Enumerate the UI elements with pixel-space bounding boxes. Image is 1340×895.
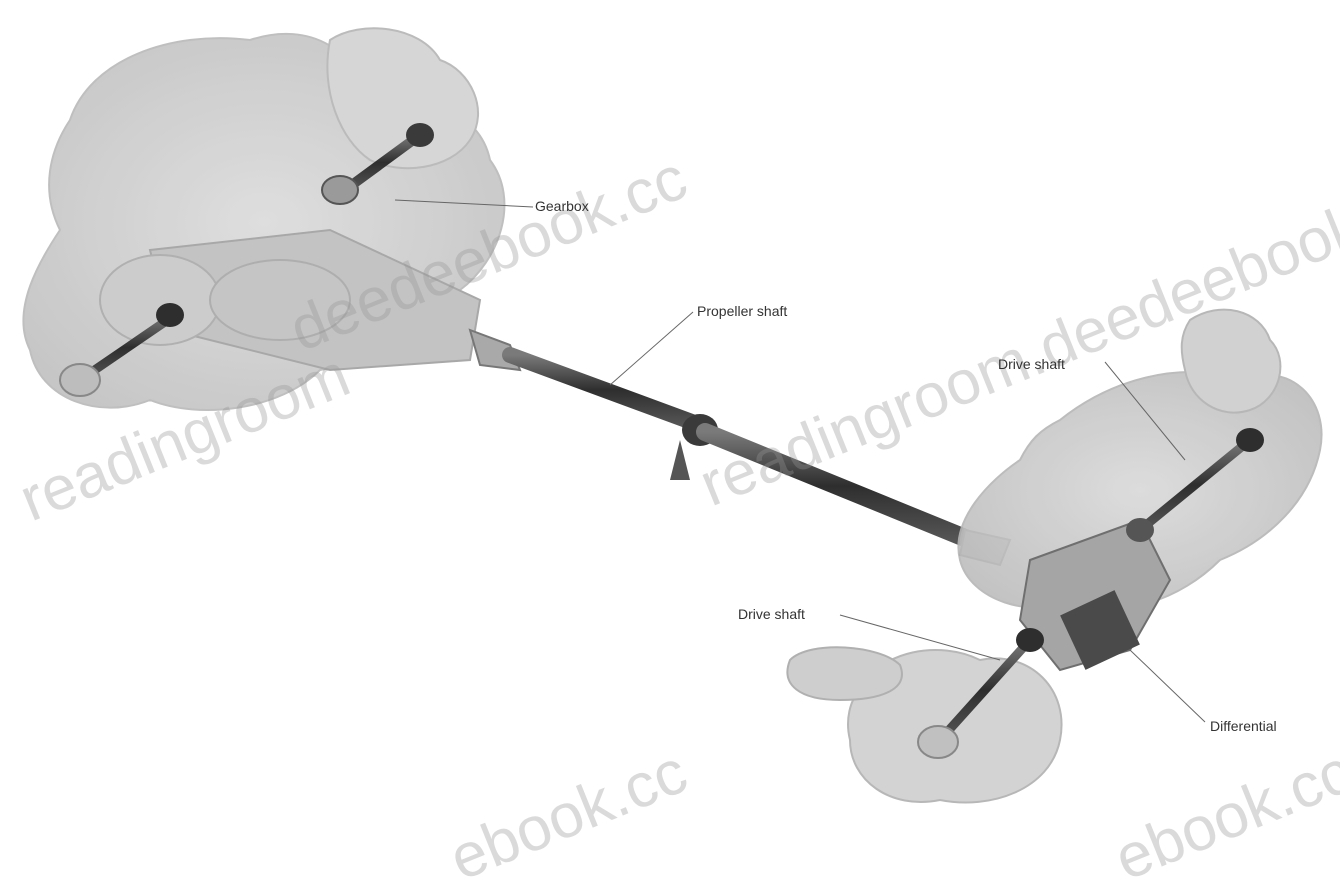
leader-differential [1130,650,1205,722]
leader-propeller-shaft [610,312,693,385]
drivetrain-diagram: deedeebook.cc readingroom readingroom.de… [0,0,1340,829]
label-differential: Differential [1210,718,1277,734]
label-drive-shaft-lower: Drive shaft [738,606,805,622]
label-propeller-shaft: Propeller shaft [697,303,787,319]
label-drive-shaft-upper: Drive shaft [998,356,1065,372]
label-gearbox: Gearbox [535,198,589,214]
engine-assembly [23,28,504,410]
